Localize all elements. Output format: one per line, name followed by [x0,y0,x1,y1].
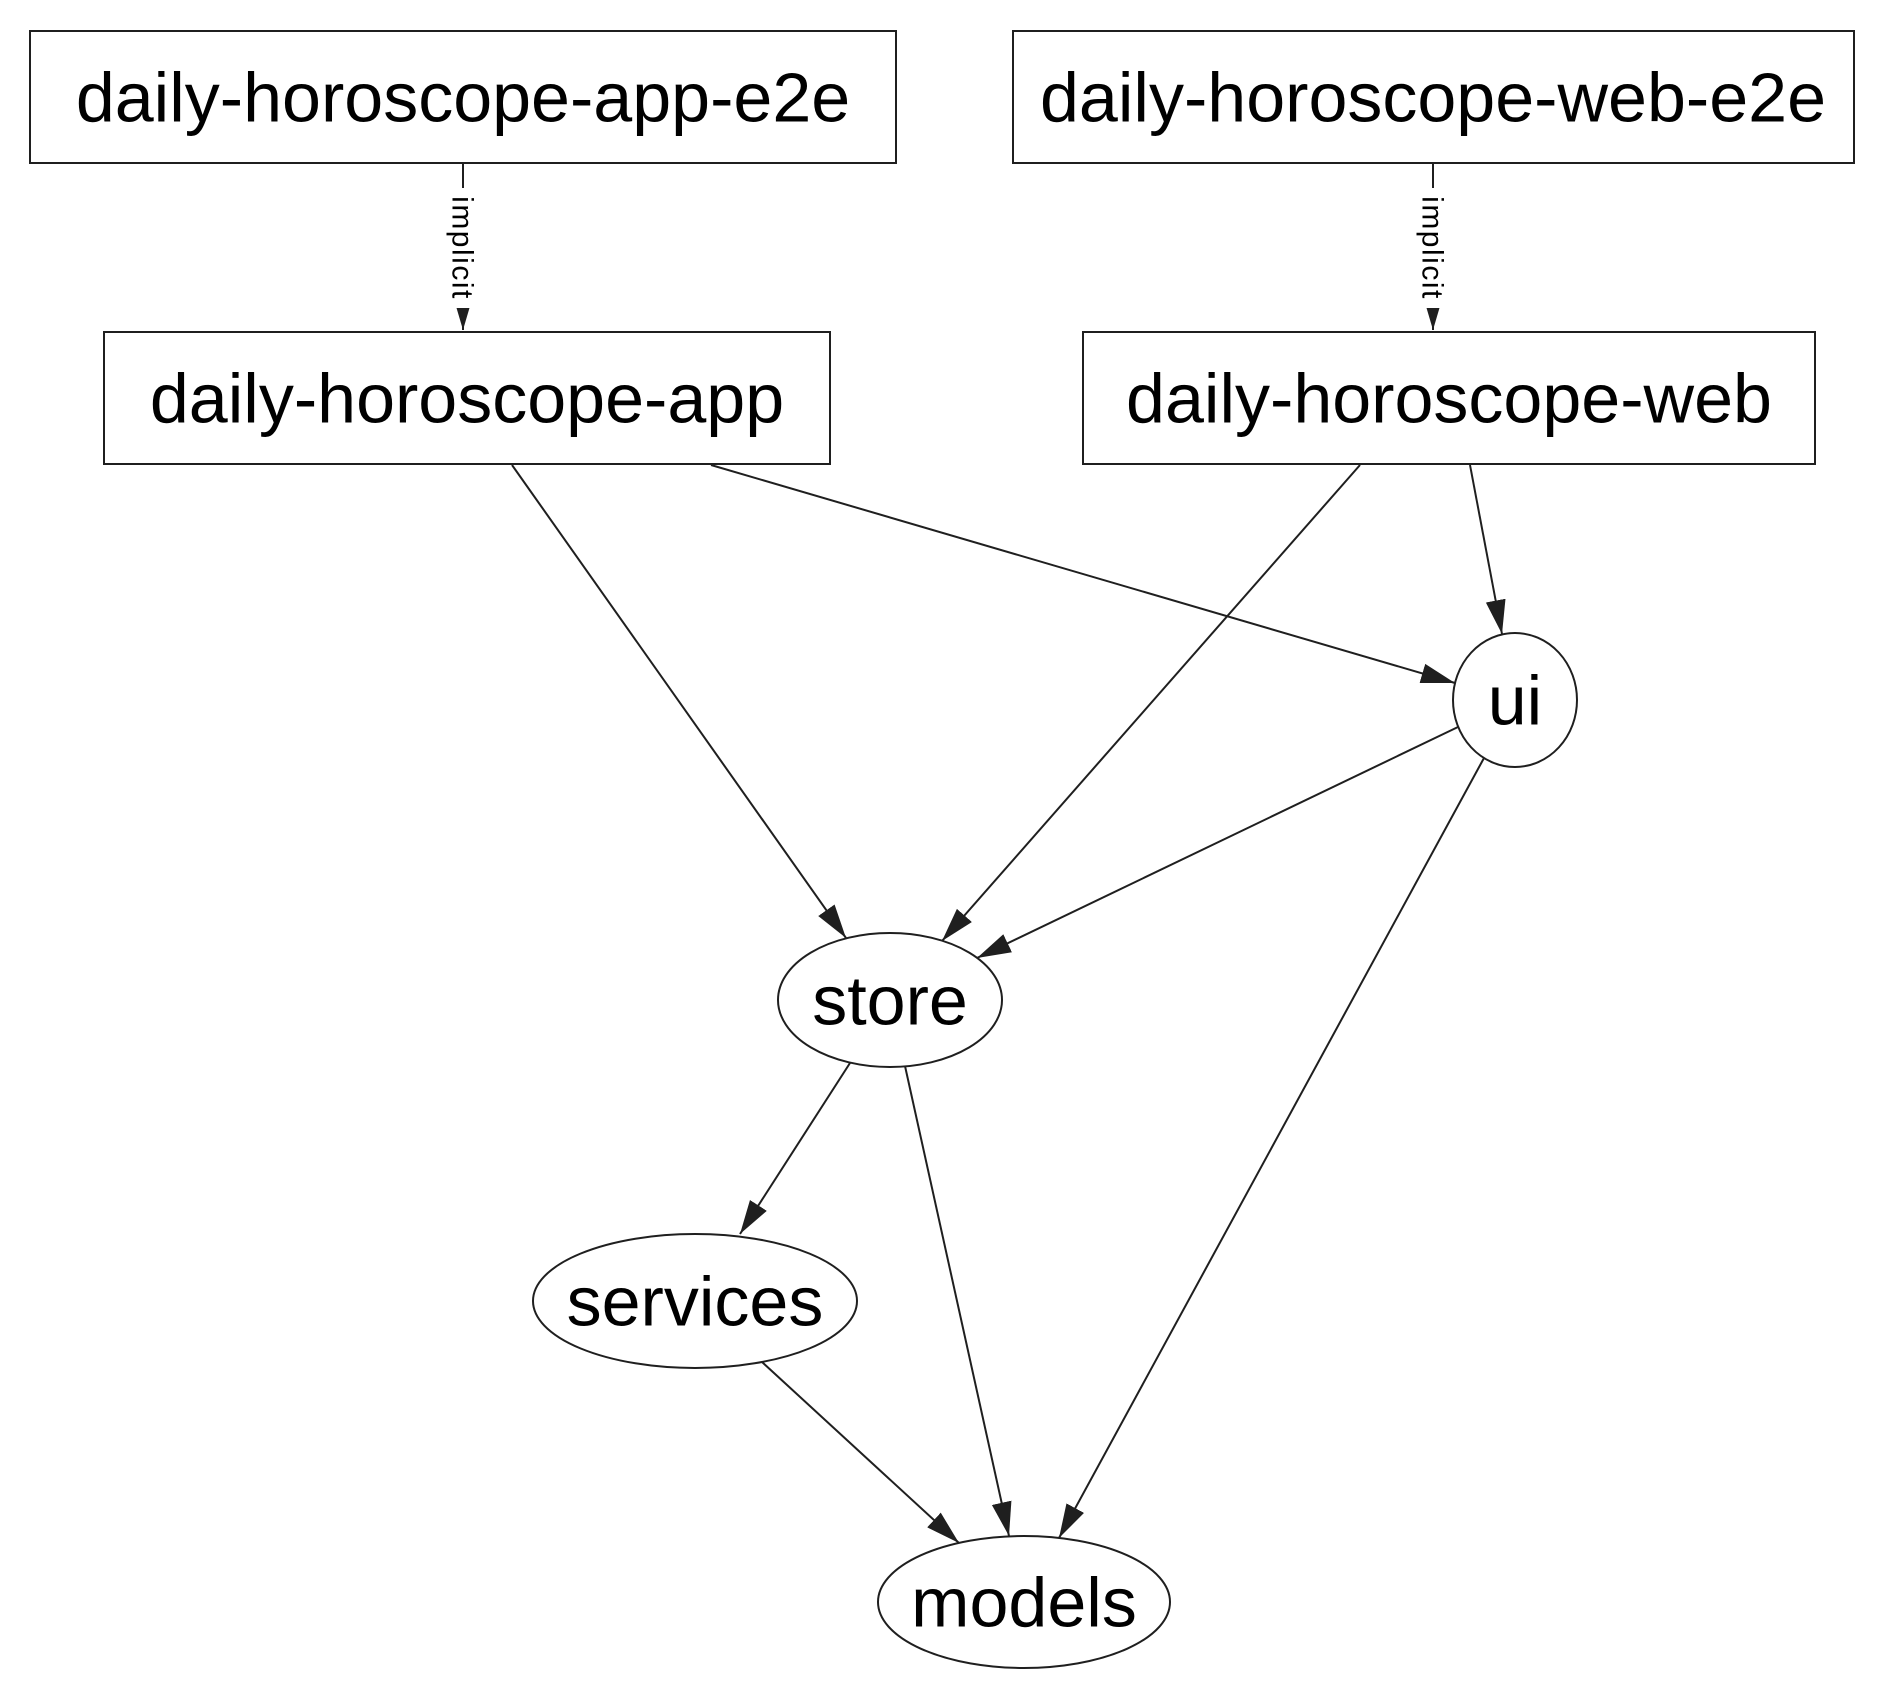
node-label: daily-horoscope-app [150,360,784,438]
edge-store-to-services [739,1062,851,1235]
node-daily-horoscope-web: daily-horoscope-web [1082,331,1816,465]
node-daily-horoscope-web-e2e: daily-horoscope-web-e2e [1012,30,1855,164]
edge-label-implicit-web: implicit [1416,188,1450,308]
node-ellipse [1452,632,1578,768]
edge-store-to-models [904,1065,1012,1537]
node-services: services [532,1233,858,1369]
edge-label-text: implicit [1416,196,1449,300]
node-daily-horoscope-app-e2e: daily-horoscope-app-e2e [29,30,897,164]
node-models: models [877,1535,1171,1669]
edge-ui-to-models [1058,757,1485,1539]
edge-services-to-models [761,1361,960,1544]
edge-daily-horoscope-app-to-ui [710,464,1456,684]
node-label: store [812,962,968,1040]
node-ellipse [777,932,1003,1068]
node-ui: ui [1452,632,1578,768]
node-label: daily-horoscope-web [1126,360,1772,438]
node-box [1012,30,1855,164]
node-daily-horoscope-app: daily-horoscope-app [103,331,831,465]
edge-daily-horoscope-app-to-store [511,464,847,939]
edge-layer [453,164,1506,1544]
node-box [103,331,831,465]
node-label: ui [1488,662,1542,740]
edge-daily-horoscope-web-to-store [941,464,1361,942]
edge-label-implicit-app: implicit [446,188,480,308]
node-box [1082,331,1816,465]
node-ellipse [877,1535,1171,1669]
edge-label-text: implicit [446,196,479,300]
edge-daily-horoscope-web-to-ui [1469,464,1506,635]
node-store: store [777,932,1003,1068]
node-label: models [911,1564,1137,1642]
node-ellipse [532,1233,858,1369]
node-label: daily-horoscope-app-e2e [76,59,850,137]
node-box [29,30,897,164]
edge-ui-to-store [976,726,1459,959]
node-label: daily-horoscope-web-e2e [1040,59,1826,137]
edge-label-background [1416,188,1450,308]
node-label: services [567,1263,824,1341]
edge-label-background [446,188,480,308]
